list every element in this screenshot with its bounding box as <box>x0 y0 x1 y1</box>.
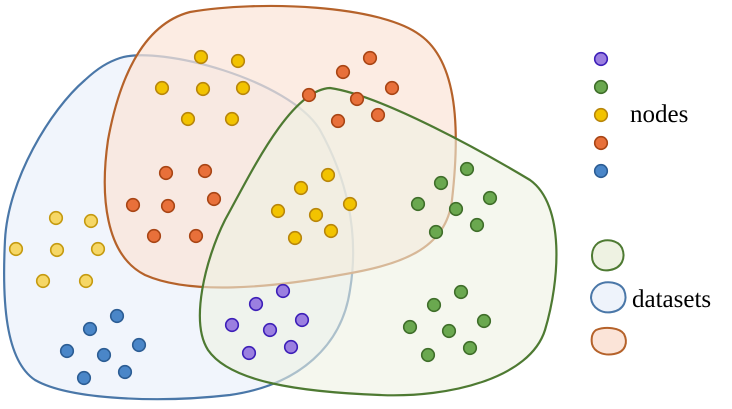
node-dot-green <box>433 175 449 191</box>
node-dot-yellow <box>49 242 65 258</box>
node-dot-orange <box>349 91 365 107</box>
node-dot-orange <box>335 64 351 80</box>
node-dot-yellow <box>83 213 99 229</box>
node-dot-green <box>453 284 469 300</box>
legend-node-markers <box>593 51 609 179</box>
node-dot-yellow <box>8 241 24 257</box>
node-dot-orange <box>160 198 176 214</box>
node-dot-orange <box>330 113 346 129</box>
node-dot-purple <box>241 345 257 361</box>
node-dot-yellow <box>342 196 358 212</box>
node-dot-orange <box>125 197 141 213</box>
node-dot-green <box>428 224 444 240</box>
legend-node-marker-purple <box>593 51 609 67</box>
node-dot-orange <box>206 191 222 207</box>
node-dot-yellow <box>180 111 196 127</box>
node-dot-yellow <box>320 167 336 183</box>
node-dot-yellow <box>308 207 324 223</box>
legend-dataset-marker-blue <box>589 281 627 314</box>
legend-datasets-label: datasets <box>632 286 711 313</box>
node-dots <box>8 49 498 386</box>
node-dot-green <box>441 323 457 339</box>
node-dot-orange <box>188 228 204 244</box>
node-dot-yellow <box>78 273 94 289</box>
node-dot-orange <box>362 50 378 66</box>
node-dot-blue <box>76 370 92 386</box>
node-dot-green <box>448 201 464 217</box>
node-dot-green <box>410 196 426 212</box>
legend-node-marker-orange <box>593 135 609 151</box>
node-dot-yellow <box>270 203 286 219</box>
node-dot-orange <box>370 107 386 123</box>
node-dot-orange <box>301 87 317 103</box>
node-dot-purple <box>262 322 278 338</box>
node-dot-blue <box>59 343 75 359</box>
node-dot-yellow <box>195 81 211 97</box>
node-dot-purple <box>275 283 291 299</box>
node-dot-yellow <box>293 180 309 196</box>
node-dot-blue <box>109 308 125 324</box>
legend-dataset-marker-green <box>590 239 625 272</box>
node-dot-yellow <box>90 241 106 257</box>
node-dot-green <box>402 319 418 335</box>
node-dot-green <box>482 190 498 206</box>
node-dot-green <box>462 340 478 356</box>
node-dot-green <box>426 297 442 313</box>
node-dot-blue <box>96 347 112 363</box>
node-dot-orange <box>197 163 213 179</box>
legend-node-marker-blue <box>593 163 609 179</box>
node-dot-yellow <box>287 230 303 246</box>
node-dot-yellow <box>48 210 64 226</box>
legend-nodes-label: nodes <box>630 101 688 128</box>
node-dot-yellow <box>230 53 246 69</box>
legend-node-marker-green <box>593 79 609 95</box>
node-dot-yellow <box>154 80 170 96</box>
node-dot-yellow <box>35 273 51 289</box>
node-dot-orange <box>158 165 174 181</box>
node-dot-purple <box>248 296 264 312</box>
legend-node-marker-yellow <box>593 107 609 123</box>
node-dot-green <box>469 217 485 233</box>
node-dot-blue <box>82 321 98 337</box>
legend-dataset-marker-orange <box>590 326 627 356</box>
node-dot-purple <box>294 312 310 328</box>
node-dot-blue <box>131 337 147 353</box>
node-dot-blue <box>117 364 133 380</box>
node-dot-purple <box>283 339 299 355</box>
node-dot-green <box>476 313 492 329</box>
node-dot-yellow <box>193 49 209 65</box>
node-dot-orange <box>146 228 162 244</box>
node-dot-purple <box>224 317 240 333</box>
node-dot-yellow <box>224 111 240 127</box>
node-dot-yellow <box>235 80 251 96</box>
legend: nodes datasets <box>589 51 711 356</box>
node-dot-green <box>459 161 475 177</box>
node-dot-green <box>420 347 436 363</box>
node-dot-yellow <box>323 223 339 239</box>
node-dot-orange <box>384 80 400 96</box>
